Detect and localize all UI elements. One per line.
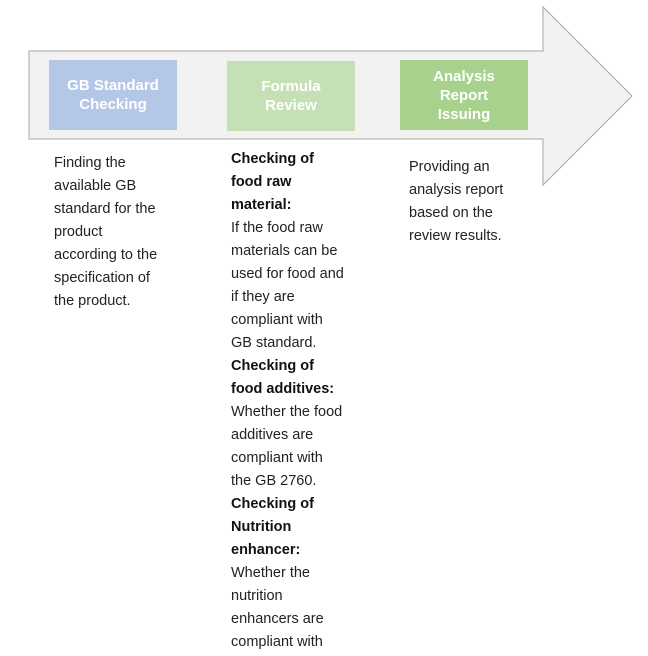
step-box-analysis-report-issuing: Analysis Report Issuing: [400, 60, 528, 130]
description-line: review results.: [409, 228, 502, 244]
step-box-gb-standard-checking: GB Standard Checking: [49, 60, 177, 130]
description-line: according to the: [54, 247, 158, 263]
description-line: compliant with: [231, 634, 323, 650]
description-line: the GB 2760.: [231, 473, 317, 489]
description-line: if they are: [231, 289, 295, 305]
description-line: If the food raw: [231, 220, 323, 236]
description-line: food additives:: [231, 381, 335, 397]
step2-description: Checking of food raw material: If the food …: [231, 148, 344, 654]
description-line: Providing an: [409, 159, 490, 175]
step-box-formula-review: Formula Review: [227, 61, 355, 131]
description-line: Nutrition: [231, 519, 292, 535]
step-title: Analysis Report Issuing: [433, 67, 495, 123]
step-title: Formula Review: [261, 78, 321, 114]
description-line: product: [54, 224, 103, 240]
step1-description: Finding the available GB standard for the p…: [54, 152, 157, 313]
description-line: food raw: [231, 174, 292, 190]
description-line: the product.: [54, 293, 131, 309]
description-line: Checking of: [231, 358, 314, 374]
description-line: compliant with: [231, 312, 323, 328]
description-line: additives are: [231, 427, 314, 443]
description-line: materials can be: [231, 243, 338, 259]
description-line: used for food and: [231, 266, 344, 282]
description-line: GB standard.: [231, 335, 317, 351]
description-line: Checking of: [231, 496, 314, 512]
description-line: available GB: [54, 178, 137, 194]
description-line: enhancers are: [231, 611, 324, 627]
step3-description: Providing an analysis report based on the r…: [409, 156, 503, 248]
description-line: compliant with: [231, 450, 323, 466]
description-line: Checking of: [231, 151, 314, 167]
description-line: based on the: [409, 205, 493, 221]
description-line: Whether the: [231, 565, 310, 581]
description-line: Finding the: [54, 155, 126, 171]
description-line: material:: [231, 197, 292, 213]
step-title: GB Standard Checking: [67, 77, 159, 113]
description-line: analysis report: [409, 182, 504, 198]
description-line: enhancer:: [231, 542, 301, 558]
description-line: standard for the: [54, 201, 156, 217]
description-line: nutrition: [231, 588, 283, 604]
description-line: Whether the food: [231, 404, 343, 420]
description-line: specification of: [54, 270, 150, 286]
